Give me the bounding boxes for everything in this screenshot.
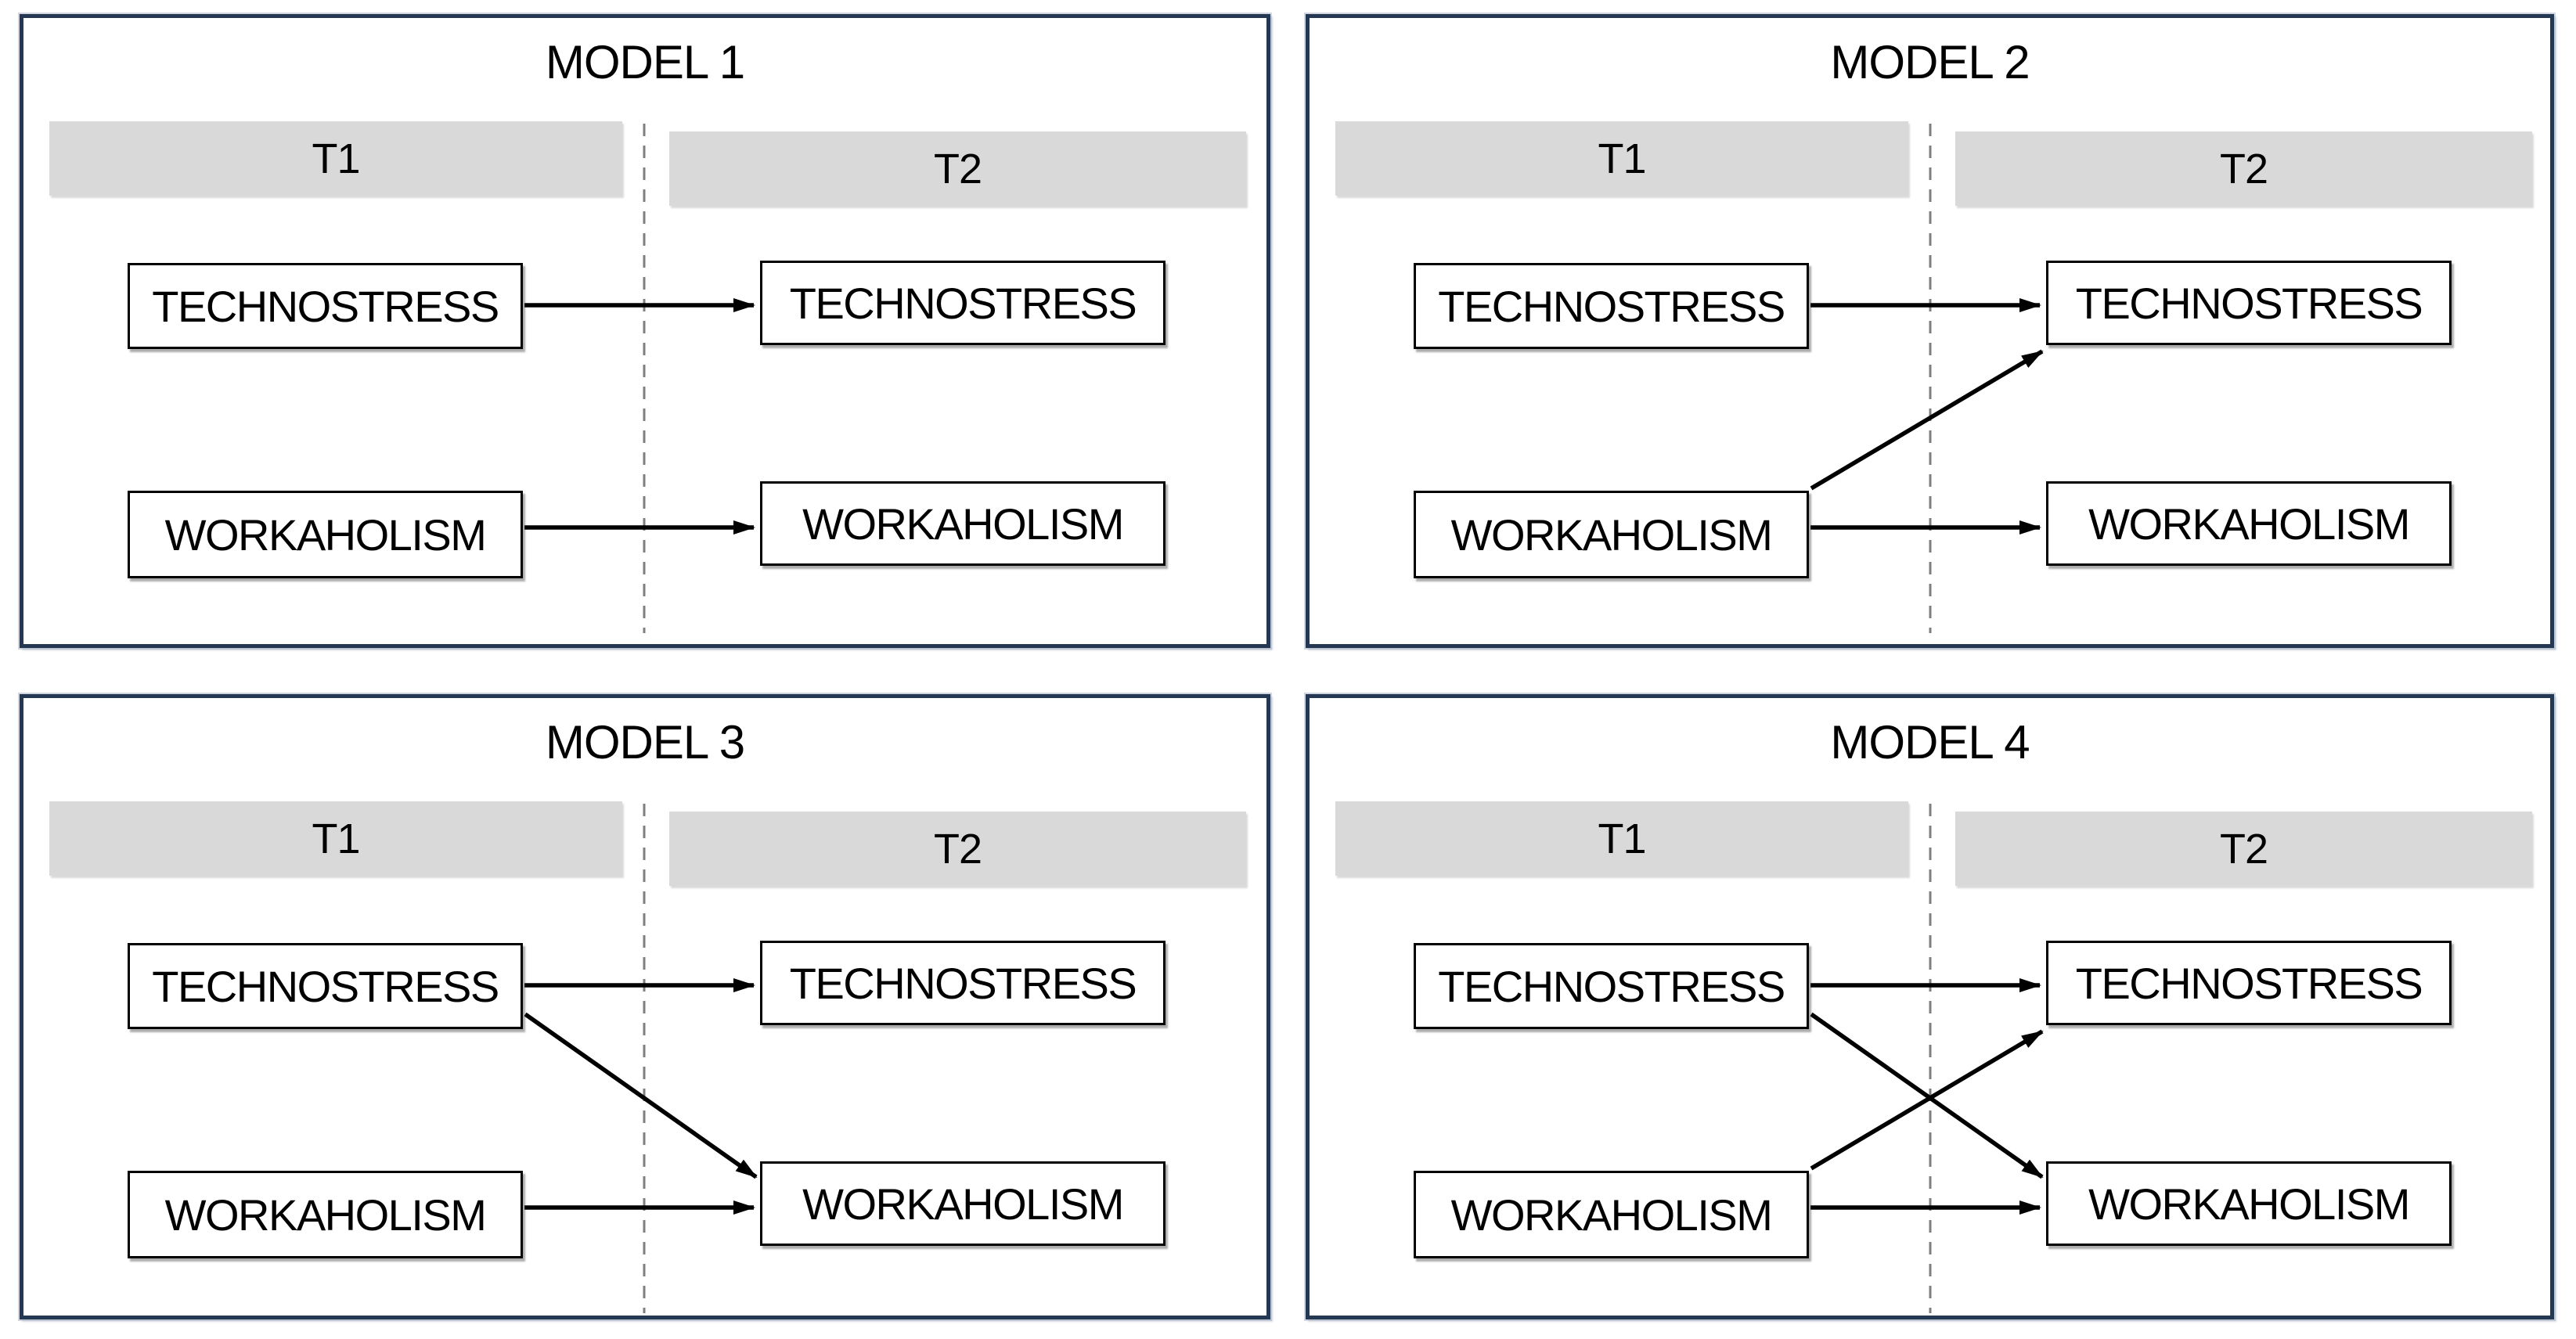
t1-label: T1 (1598, 815, 1646, 862)
model-2-t2-column-header: T2 (1955, 131, 2532, 206)
t2-label: T2 (2219, 145, 2268, 193)
model-4-t2-column-header: T2 (1955, 812, 2532, 886)
model-1-panel: MODEL 1 T1 T2 TECHNOSTRESS WORKAHOLISM T… (20, 14, 1270, 648)
t1-label: T1 (1598, 135, 1646, 182)
model-2-title: MODEL 2 (1830, 36, 2030, 88)
model-3-title: MODEL 3 (545, 716, 745, 768)
model-4-box-technostress-t2: TECHNOSTRESS (2046, 941, 2452, 1025)
model-3-box-technostress-t2: TECHNOSTRESS (760, 941, 1166, 1025)
model-3-box-workaholism-t1: WORKAHOLISM (128, 1171, 523, 1258)
model-1-box-workaholism-t1: WORKAHOLISM (128, 491, 523, 578)
model-4-arrow-layer (1810, 804, 2044, 1313)
model-2-panel: MODEL 2 T1 T2 TECHNOSTRESS WORKAHOLISM T… (1306, 14, 2554, 648)
model-1-title: MODEL 1 (545, 36, 745, 88)
model-1-t2-column-header: T2 (669, 131, 1246, 206)
model-2-box-technostress-t1: TECHNOSTRESS (1414, 263, 1809, 349)
model-4-box-technostress-t1: TECHNOSTRESS (1414, 943, 1809, 1029)
model-3-t2-column-header: T2 (669, 812, 1246, 886)
model-4-t1-column-header: T1 (1335, 801, 1908, 876)
model-1-box-technostress-t1: TECHNOSTRESS (128, 263, 523, 349)
t2-label: T2 (933, 825, 982, 873)
model-4-title: MODEL 4 (1830, 716, 2030, 768)
model-2-box-technostress-t2: TECHNOSTRESS (2046, 261, 2452, 345)
model-2-box-workaholism-t2: WORKAHOLISM (2046, 481, 2452, 566)
model-4-box-workaholism-t2: WORKAHOLISM (2046, 1161, 2452, 1246)
model-4-box-workaholism-t1: WORKAHOLISM (1414, 1171, 1809, 1258)
model-1-box-workaholism-t2: WORKAHOLISM (760, 481, 1166, 566)
t2-label: T2 (933, 145, 982, 193)
model-3-box-workaholism-t2: WORKAHOLISM (760, 1161, 1166, 1246)
model-1-arrow-layer (524, 124, 755, 633)
model-3-arrow-layer (524, 804, 758, 1313)
t1-label: T1 (312, 135, 360, 182)
model-2-box-workaholism-t1: WORKAHOLISM (1414, 491, 1809, 578)
model-3-panel: MODEL 3 T1 T2 TECHNOSTRESS WORKAHOLISM T… (20, 694, 1270, 1319)
t2-label: T2 (2219, 825, 2268, 873)
t1-label: T1 (312, 815, 360, 862)
model-1-box-technostress-t2: TECHNOSTRESS (760, 261, 1166, 345)
model-4-panel: MODEL 4 T1 T2 TECHNOSTRESS WORKAHOLISM T… (1306, 694, 2554, 1319)
model-2-t1-column-header: T1 (1335, 121, 1908, 196)
model-2-arrow-layer (1810, 124, 2044, 633)
model-1-t1-column-header: T1 (49, 121, 622, 196)
model-3-t1-column-header: T1 (49, 801, 622, 876)
model-3-box-technostress-t1: TECHNOSTRESS (128, 943, 523, 1029)
